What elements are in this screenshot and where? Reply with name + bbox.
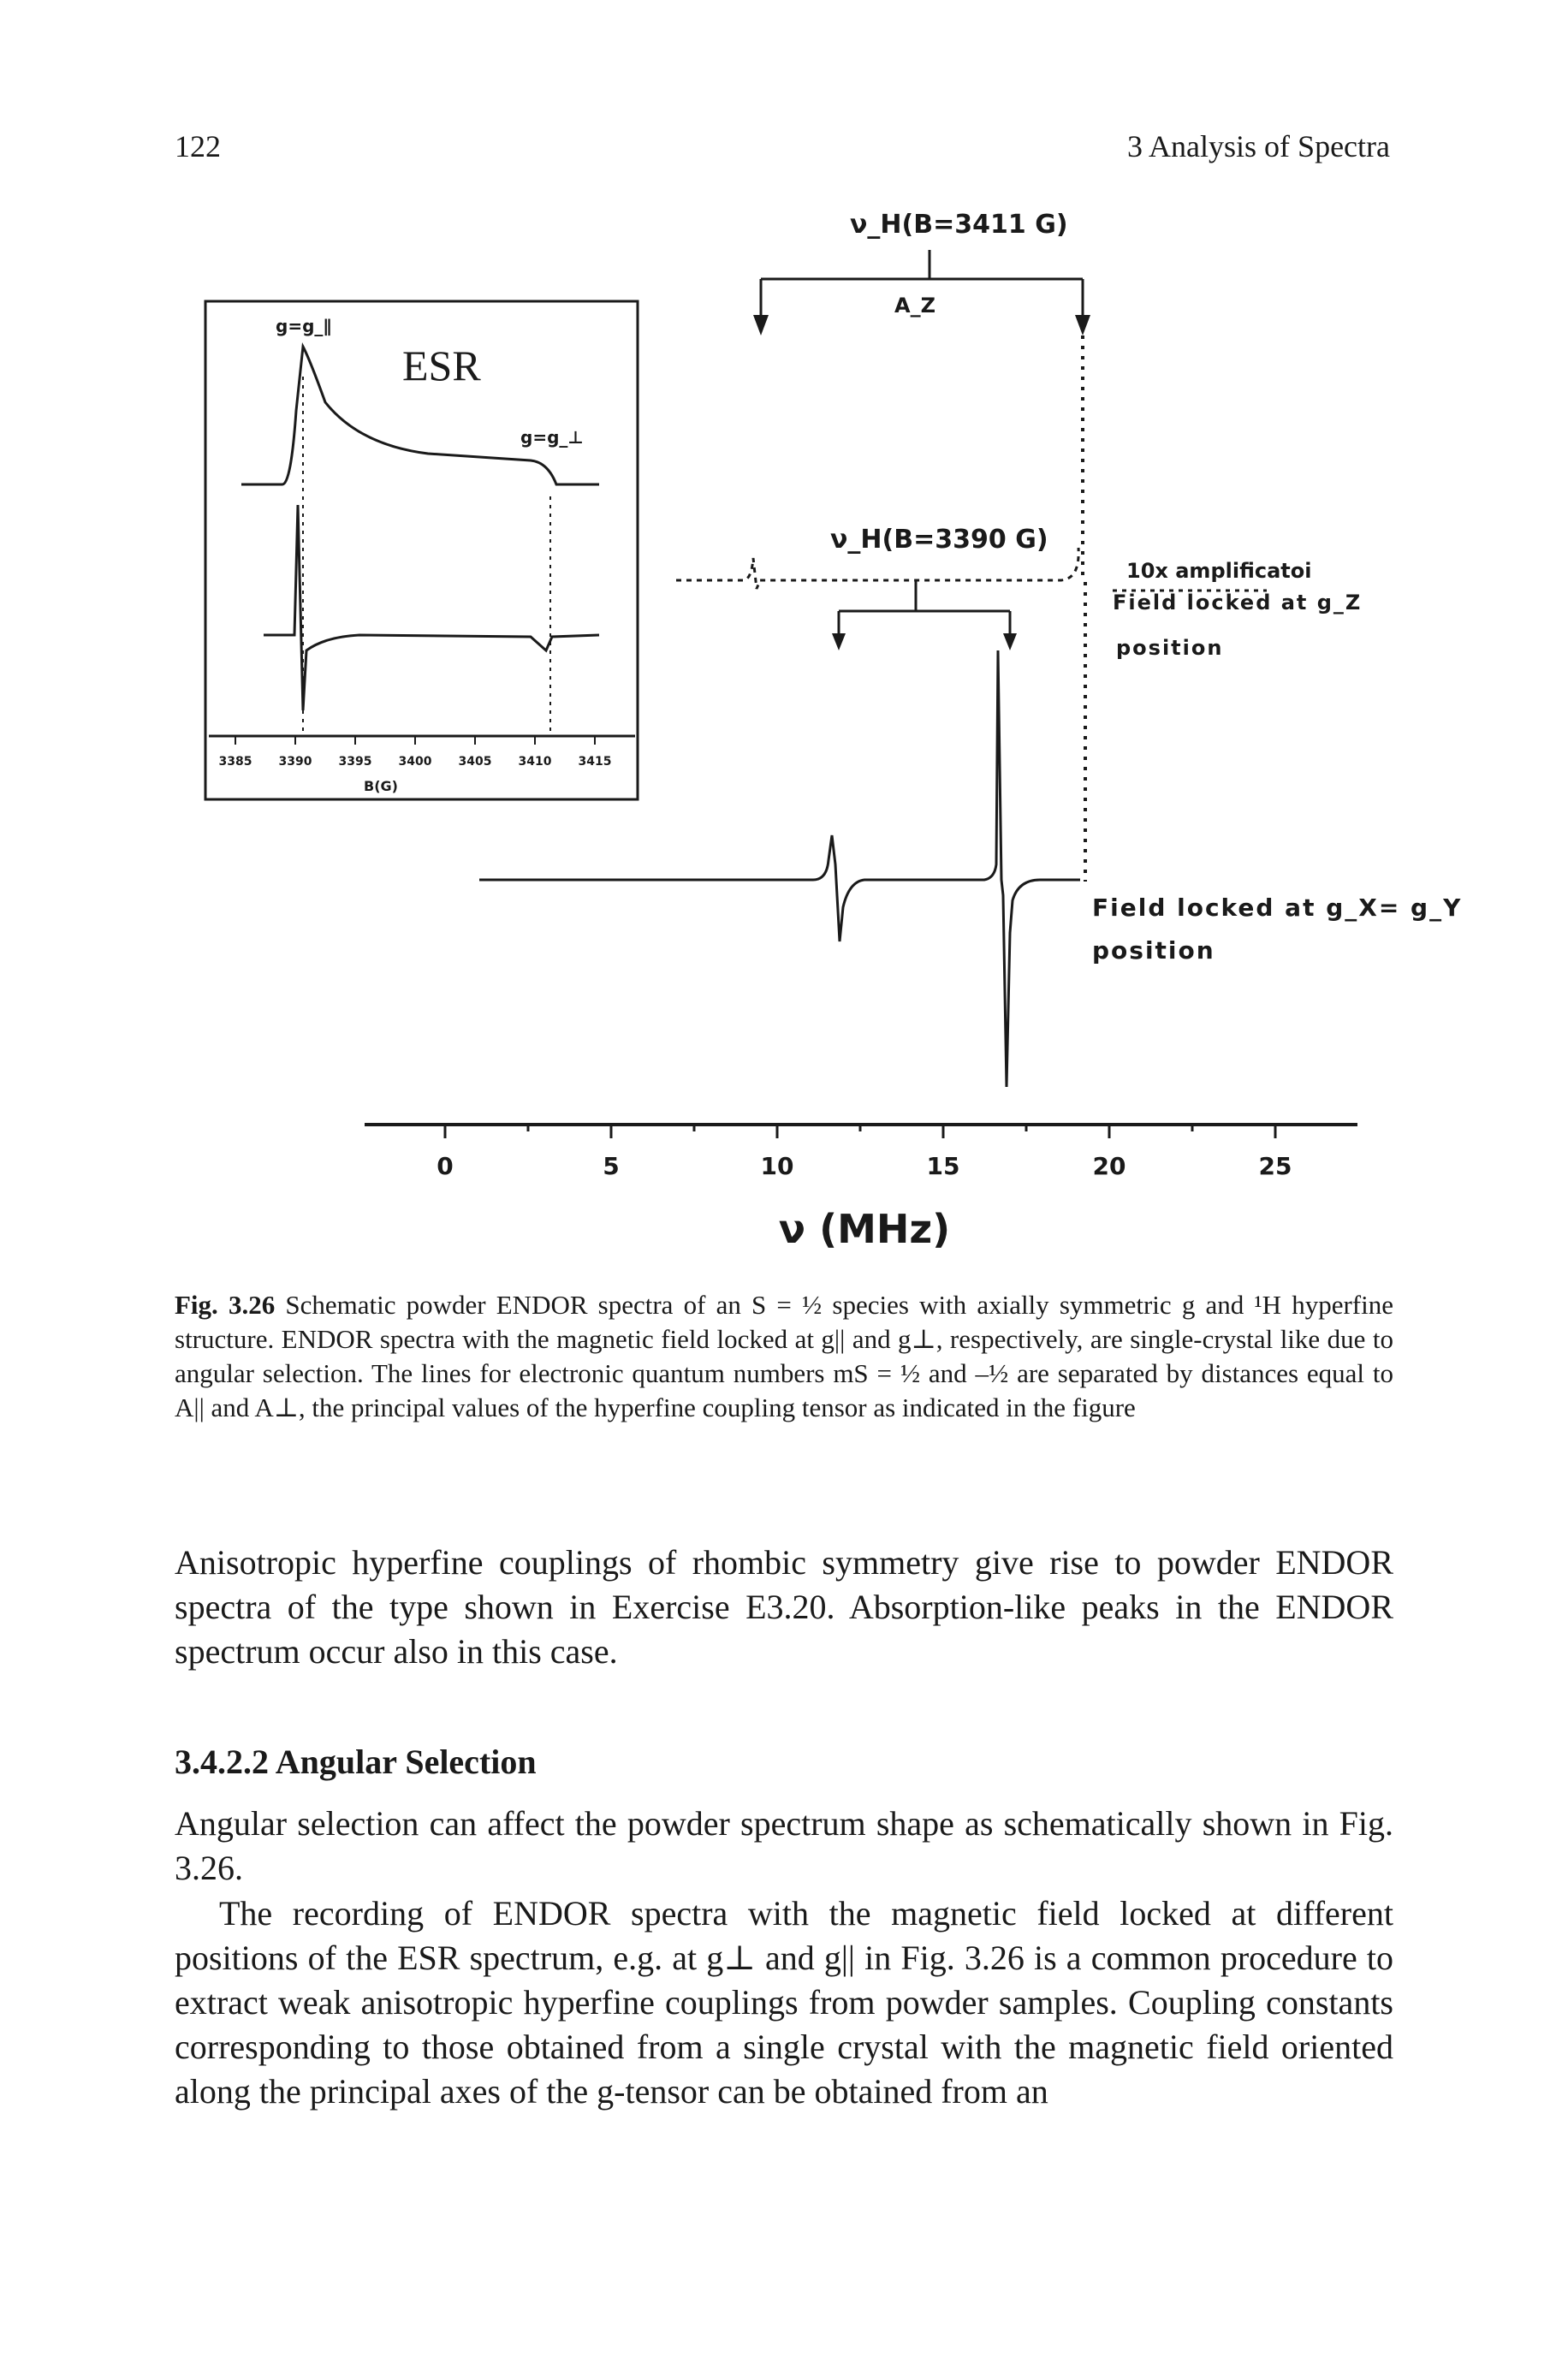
field-gz-line1: Field locked at g_Z <box>1113 591 1362 615</box>
inset-tick-3415: 3415 <box>579 755 612 769</box>
caption-label: Fig. 3.26 <box>175 1290 276 1320</box>
paragraph-3: The recording of ENDOR spectra with the … <box>175 1894 1393 2111</box>
inset-tick-3385: 3385 <box>219 755 252 769</box>
inset-tick-3400: 3400 <box>399 755 432 769</box>
field-gxy-line1: Field locked at g_X= g_Y <box>1092 894 1462 922</box>
amplification-label: 10x amplificatoi <box>1126 559 1311 583</box>
caption-text: Schematic powder ENDOR spectra of an S =… <box>175 1290 1393 1422</box>
mid-nu-label: ν_H(B=3390 G) <box>830 525 1048 555</box>
page-number: 122 <box>175 129 221 163</box>
az-label: A_Z <box>894 294 935 318</box>
x-tick-0: 0 <box>437 1152 453 1180</box>
x-axis-label: ν (MHz) <box>779 1206 950 1252</box>
paragraph-1: Anisotropic hyperfine couplings of rhomb… <box>175 1543 1393 1671</box>
esr-derivative-trace <box>264 504 600 711</box>
section-heading: 3.4.2.2 Angular Selection <box>175 1743 537 1781</box>
esr-inset: ESR g=g_∥ g=g_⊥ 3385 3390 3395 <box>204 300 639 801</box>
inset-x-label: B(G) <box>364 778 398 794</box>
x-tick-25: 25 <box>1259 1152 1292 1180</box>
field-gz-line2: position <box>1116 636 1223 660</box>
esr-title: ESR <box>402 341 481 389</box>
esr-absorption-trace <box>241 341 599 486</box>
endor-figure: ν_H(B=3411 G) A_Z ν_H(B=3390 G) 10x ampl… <box>204 210 1462 1252</box>
gxy-endor-trace <box>479 650 1080 1088</box>
x-tick-5: 5 <box>603 1152 619 1180</box>
inset-tick-3405: 3405 <box>459 755 492 769</box>
inset-tick-3395: 3395 <box>339 755 372 769</box>
x-tick-10: 10 <box>761 1152 794 1180</box>
figure-caption: Fig. 3.26 Schematic powder ENDOR spectra… <box>175 1288 1393 1425</box>
inset-tick-3390: 3390 <box>279 755 312 769</box>
field-gxy-line2: position <box>1092 936 1215 965</box>
inset-tick-3410: 3410 <box>519 755 552 769</box>
x-tick-15: 15 <box>927 1152 960 1180</box>
x-axis: 0 5 10 15 20 25 ν (MHz) <box>365 1123 1357 1252</box>
g-par-label: g=g_∥ <box>276 316 331 336</box>
top-nu-label: ν_H(B=3411 G) <box>850 210 1068 240</box>
x-tick-20: 20 <box>1093 1152 1126 1180</box>
paragraph-2: Angular selection can affect the powder … <box>175 1804 1393 1887</box>
running-title: 3 Analysis of Spectra <box>1127 129 1390 163</box>
g-perp-label: g=g_⊥ <box>520 427 584 448</box>
gz-endor-trace <box>676 547 1080 590</box>
